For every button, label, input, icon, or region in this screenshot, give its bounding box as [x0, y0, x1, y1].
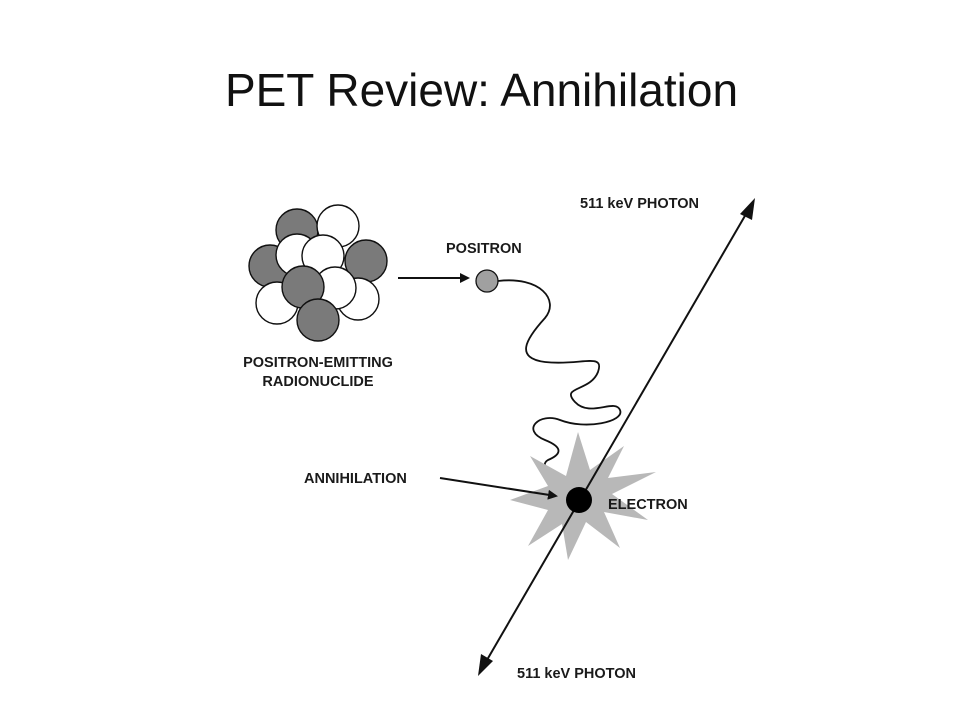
label-radionuclide-line2: RADIONUCLIDE [262, 374, 373, 390]
photon-path [479, 201, 754, 673]
label-radionuclide-line1: POSITRON-EMITTING [243, 355, 393, 371]
photon-arrowhead-bottom [478, 654, 493, 676]
label-electron: ELECTRON [608, 497, 688, 513]
positron-path [497, 279, 621, 485]
nucleon-proton [296, 298, 340, 342]
radionuclide-nucleus [248, 204, 388, 342]
electron-particle [566, 487, 592, 513]
slide-title: PET Review: Annihilation [224, 64, 739, 116]
label-annihilation: ANNIHILATION [304, 471, 407, 487]
positron-particle [475, 269, 499, 293]
label-photon-top: 511 keV PHOTON [580, 196, 699, 212]
label-photon-bottom: 511 keV PHOTON [517, 666, 636, 682]
label-positron: POSITRON [446, 241, 522, 257]
photon-arrowhead-top [740, 198, 755, 220]
annihilation-arrow [439, 477, 558, 500]
